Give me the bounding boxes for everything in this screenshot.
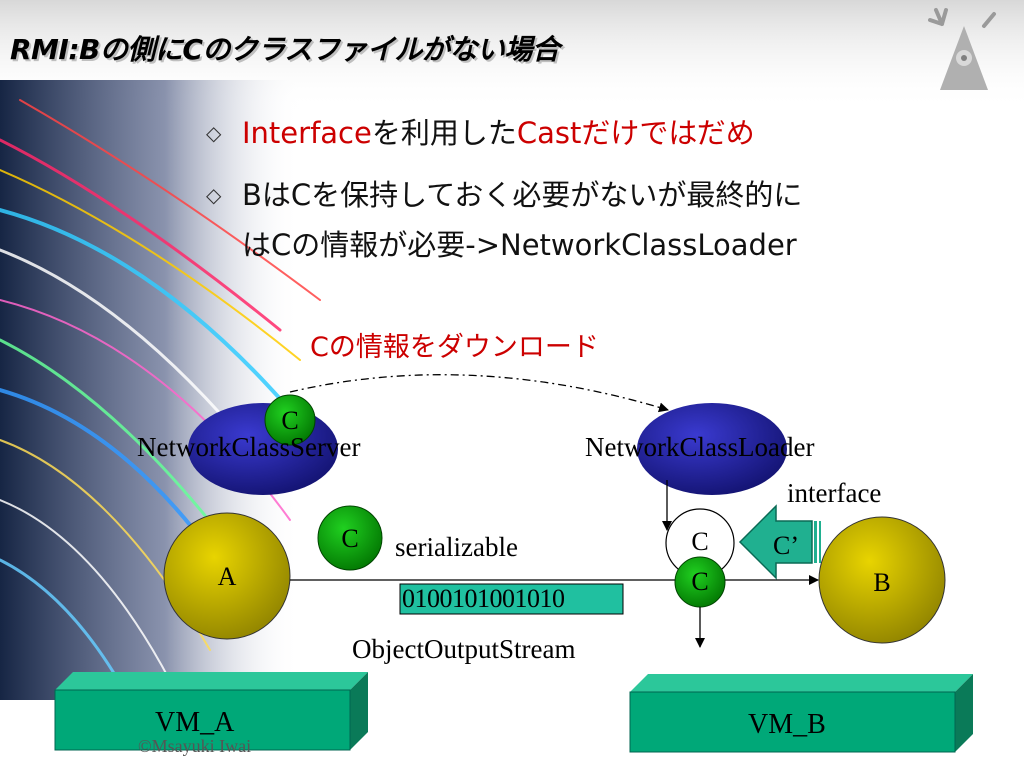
vm-a-box: [54, 672, 368, 751]
class-c-serializable-label: C: [341, 524, 358, 553]
class-c-loaded-label: C: [691, 527, 708, 556]
node-a-label: A: [218, 562, 237, 591]
bullet-2: ◇ BはCを保持しておく必要がないが最終的に はCの情報が必要->Network…: [206, 170, 1022, 270]
class-c-stream-label: C: [691, 567, 708, 596]
serializable-label: serializable: [395, 532, 518, 562]
vm-b-box: [629, 674, 973, 753]
class-c-serializable-circle: [317, 505, 383, 571]
bullet-1-part-4: だけではだめ: [581, 116, 755, 150]
interface-c-prime-arrow: [738, 504, 821, 580]
object-output-stream-label: ObjectOutputStream: [352, 634, 576, 664]
network-class-loader-label: NetworkClassLoader: [585, 432, 815, 462]
interface-label: interface: [787, 478, 882, 508]
class-c-prime-label: C’: [773, 531, 799, 560]
network-class-loader-ellipse: [637, 403, 787, 495]
download-arc: [289, 374, 669, 413]
node-b-circle: [818, 516, 946, 644]
vm-a-label: VM_A: [155, 707, 235, 738]
stream-bits-box: [399, 583, 624, 615]
download-label: Cの情報をダウンロード: [310, 332, 599, 363]
class-c-server-circle: [264, 394, 316, 446]
duke-mascot-icon: [928, 8, 996, 90]
copyright-footer: ©Msayuki Iwai: [138, 736, 252, 756]
bullet-1-part-3: Cast: [516, 116, 582, 150]
bullet-2-line-1: BはCを保持しておく必要がないが最終的に: [242, 178, 803, 212]
vm-b-label: VM_B: [748, 709, 826, 740]
node-a-circle: [163, 512, 291, 640]
node-b-label: B: [873, 568, 890, 597]
class-c-server-label: C: [281, 406, 298, 435]
bullet-diamond-icon: ◇: [206, 183, 222, 207]
network-class-server-label: NetworkClassServer: [137, 432, 361, 462]
stream-bits-label: 0100101001010: [402, 584, 565, 613]
bullet-2-line-2: はCの情報が必要->NetworkClassLoader: [242, 228, 797, 262]
slide-title: RMI:Bの側にCのクラスファイルがない場合: [10, 33, 560, 66]
bullet-1: ◇ Interfaceを利用したCastだけではだめ: [206, 108, 755, 158]
bullet-1-part-2: を利用した: [371, 116, 517, 150]
bullet-1-part-1: Interface: [242, 116, 372, 150]
bullet-diamond-icon: ◇: [206, 121, 222, 145]
